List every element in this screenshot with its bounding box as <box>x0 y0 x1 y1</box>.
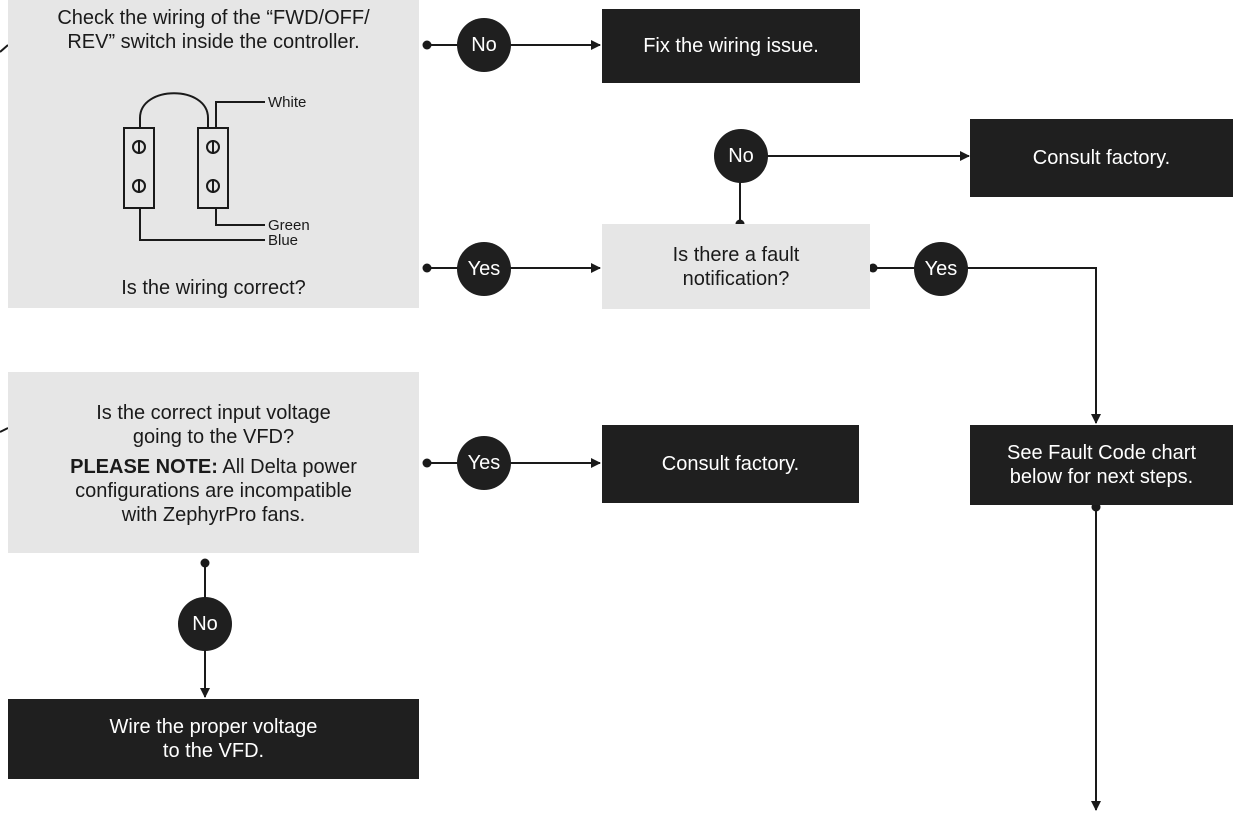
fault-code-chart-box: See Fault Code chart below for next step… <box>970 425 1233 505</box>
terminal-block-right <box>197 127 229 209</box>
consult-factory-box-top: Consult factory. <box>970 119 1233 197</box>
consult-factory-box-mid: Consult factory. <box>602 425 859 503</box>
green-wire-label: Green <box>268 217 310 234</box>
decision-yes-consult: Yes <box>457 436 511 490</box>
switch-wiring-diagram <box>123 92 265 241</box>
input-voltage-box: Is the correct input voltage going to th… <box>8 372 419 553</box>
fault-notification-line2: notification? <box>682 267 790 290</box>
connector-yes-chart <box>873 267 1101 424</box>
check-wiring-line2: REV” switch inside the controller. <box>67 31 360 53</box>
check-wiring-line1: Check the wiring of the “FWD/OFF/ <box>57 7 370 29</box>
consult-factory-text-mid: Consult factory. <box>661 453 800 475</box>
blue-wire <box>139 208 265 241</box>
blue-wire-label: Blue <box>268 232 299 249</box>
decision-yes-fault: Yes <box>457 242 511 296</box>
delta-note-text: All Delta power <box>217 455 357 478</box>
wire-voltage-box: Wire the proper voltage to the VFD. <box>8 699 419 779</box>
decision-no-fix: No <box>457 18 511 72</box>
fault-notification-line1: Is there a fault <box>672 243 800 266</box>
delta-note-line3: with ZephyrPro fans. <box>121 503 306 526</box>
please-note-label: PLEASE NOTE: <box>70 455 218 478</box>
input-voltage-line2: going to the VFD? <box>132 425 295 448</box>
fix-wiring-box: Fix the wiring issue. <box>602 9 860 83</box>
white-wire-label: White <box>268 94 307 111</box>
white-wire <box>215 101 265 128</box>
fault-code-chart-line2: below for next steps. <box>1009 466 1194 488</box>
jumper-wire <box>139 92 209 128</box>
delta-note-line2: configurations are incompatible <box>75 479 352 502</box>
delta-note-line1: PLEASE NOTE: All Delta power <box>70 455 357 479</box>
decision-no-wire: No <box>178 597 232 651</box>
fix-wiring-text: Fix the wiring issue. <box>643 35 819 57</box>
fault-notification-box: Is there a fault notification? <box>602 224 870 309</box>
consult-factory-text-top: Consult factory. <box>1032 147 1171 169</box>
green-wire <box>215 208 265 226</box>
check-wiring-question: Is the wiring correct? <box>121 277 306 299</box>
decision-yes-chart: Yes <box>914 242 968 296</box>
wire-voltage-line1: Wire the proper voltage <box>109 716 318 738</box>
decision-no-consult: No <box>714 129 768 183</box>
wire-voltage-line2: to the VFD. <box>162 740 265 762</box>
input-voltage-line1: Is the correct input voltage <box>96 401 331 424</box>
fault-code-chart-line1: See Fault Code chart <box>1007 442 1196 464</box>
